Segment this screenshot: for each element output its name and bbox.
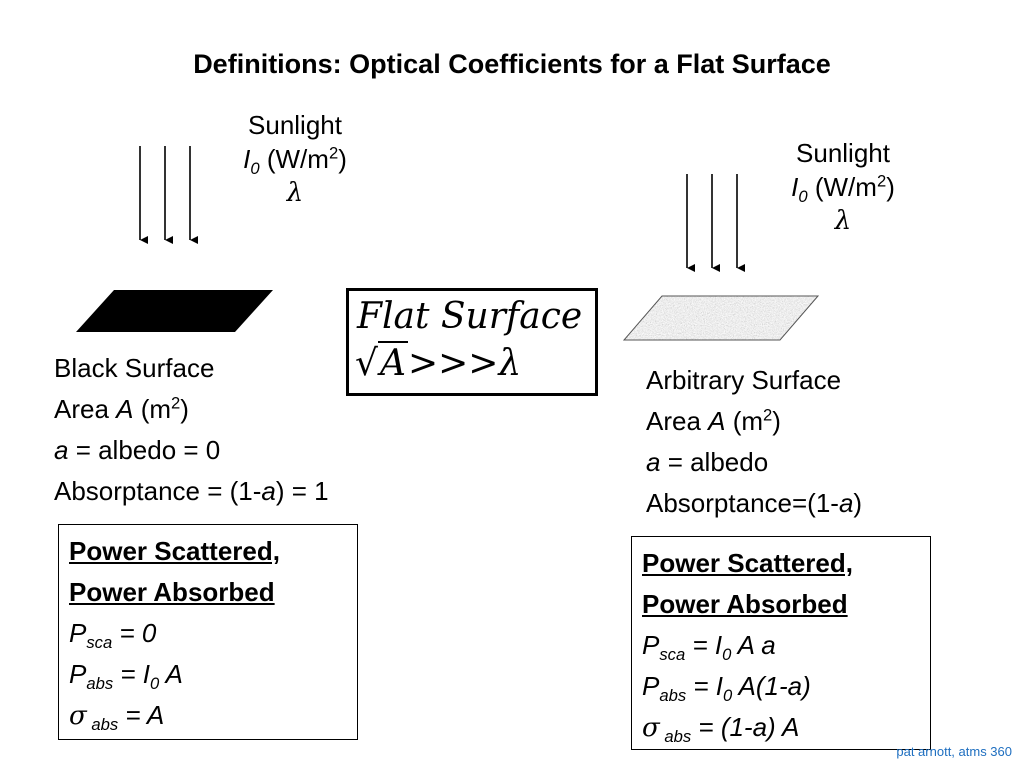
right-area-line: Area A (m2) bbox=[646, 401, 862, 442]
right-sigma-line: σ abs = (1-a) A bbox=[642, 707, 920, 749]
left-box-heading-1: Power Scattered, bbox=[69, 536, 280, 566]
left-absorp-suffix: ) = 1 bbox=[275, 476, 329, 506]
right-psca-rhs: = I bbox=[685, 630, 723, 660]
right-area-prefix: Area bbox=[646, 406, 709, 436]
left-albedo-var: a bbox=[54, 435, 69, 465]
left-pabs-rhs: A bbox=[159, 659, 183, 689]
right-psca-tail: A a bbox=[731, 630, 776, 660]
left-power-box: Power Scattered, Power Absorbed Psca = 0… bbox=[58, 524, 358, 740]
left-albedo-text: = albedo = 0 bbox=[68, 435, 221, 465]
much-greater-symbol: >>> bbox=[407, 343, 499, 384]
left-lambda: λ bbox=[286, 178, 304, 208]
left-pabs-var: P bbox=[69, 659, 87, 689]
left-sunlight-label: Sunlight I0 (W/m2) λ bbox=[215, 108, 375, 210]
right-units-close: ) bbox=[886, 172, 895, 202]
left-area-units-close: ) bbox=[180, 394, 189, 424]
left-units-sup: 2 bbox=[328, 143, 339, 163]
page-title: Definitions: Optical Coefficients for a … bbox=[193, 49, 831, 79]
left-absorp-prefix: Absorptance = (1- bbox=[54, 476, 262, 506]
right-units-open: (W/m bbox=[807, 172, 877, 202]
right-area-units-close: ) bbox=[772, 406, 781, 436]
right-sunlight-label: Sunlight I0 (W/m2) λ bbox=[763, 136, 923, 238]
left-pabs-sub: abs bbox=[86, 674, 114, 694]
right-albedo-text: = albedo bbox=[660, 447, 769, 477]
right-intensity-line: I0 (W/m2) bbox=[763, 170, 923, 207]
right-absorp-suffix: ) bbox=[853, 488, 863, 518]
arbitrary-surface-shape bbox=[622, 295, 820, 341]
left-psca-var: P bbox=[69, 618, 87, 648]
left-pabs-i-sub: 0 bbox=[150, 674, 160, 694]
frame-lambda: λ bbox=[498, 343, 522, 384]
left-units-open: (W/m bbox=[259, 144, 329, 174]
black-surface-shape bbox=[76, 290, 273, 332]
left-psca-line: Psca = 0 bbox=[69, 613, 347, 654]
left-albedo-line: a = albedo = 0 bbox=[54, 430, 329, 471]
right-pabs-sub: abs bbox=[659, 686, 687, 706]
right-pabs-i-sub: 0 bbox=[723, 686, 733, 706]
left-pabs-eq: = I bbox=[113, 659, 151, 689]
right-psca-sub: sca bbox=[659, 645, 686, 665]
right-sunlight-text: Sunlight bbox=[796, 138, 890, 168]
left-area-prefix: Area bbox=[54, 394, 117, 424]
left-sigma-rhs: = A bbox=[118, 700, 165, 730]
right-area-var: A bbox=[708, 406, 726, 436]
right-albedo-var: a bbox=[646, 447, 661, 477]
right-sigma: σ bbox=[642, 713, 660, 743]
left-psca-rhs: = 0 bbox=[112, 618, 157, 648]
right-surface-description: Arbitrary Surface Area A (m2) a = albedo… bbox=[646, 360, 862, 524]
right-albedo-line: a = albedo bbox=[646, 442, 862, 483]
left-units-close: ) bbox=[338, 144, 347, 174]
right-area-units-open: (m bbox=[725, 406, 764, 436]
sqrt-area-relation: √A>>>λ bbox=[355, 341, 521, 387]
right-box-heading-2: Power Absorbed bbox=[642, 589, 848, 619]
left-area-units-sup: 2 bbox=[171, 393, 181, 413]
right-surface-name: Arbitrary Surface bbox=[646, 365, 842, 395]
right-intensity-sub: 0 bbox=[798, 187, 808, 207]
credit-footer: pat arnott, atms 360 bbox=[896, 744, 1012, 759]
left-pabs-line: Pabs = I0 A bbox=[69, 654, 347, 695]
right-intensity-var: I bbox=[791, 172, 799, 202]
left-absorp-var: a bbox=[261, 476, 276, 506]
left-intensity-sub: 0 bbox=[250, 159, 260, 179]
right-sigma-sub: abs bbox=[659, 727, 692, 747]
right-area-units-sup: 2 bbox=[763, 405, 773, 425]
left-surface-name: Black Surface bbox=[54, 353, 215, 383]
left-sigma: σ bbox=[69, 701, 87, 731]
left-area-var: A bbox=[116, 394, 134, 424]
right-psca-var: P bbox=[642, 630, 660, 660]
left-area-line: Area A (m2) bbox=[54, 389, 329, 430]
left-absorptance-line: Absorptance = (1-a) = 1 bbox=[54, 471, 329, 512]
right-absorp-prefix: Absorptance=(1- bbox=[646, 488, 839, 518]
left-box-heading-2: Power Absorbed bbox=[69, 577, 275, 607]
left-intensity-line: I0 (W/m2) bbox=[215, 142, 375, 179]
right-sunlight-arrows bbox=[686, 174, 745, 272]
right-pabs-line: Pabs = I0 A(1-a) bbox=[642, 666, 920, 707]
right-pabs-eq: = I bbox=[686, 671, 724, 701]
sqrt-icon: √ bbox=[355, 343, 378, 384]
left-sunlight-text: Sunlight bbox=[248, 110, 342, 140]
right-pabs-var: P bbox=[642, 671, 660, 701]
right-units-sup: 2 bbox=[876, 171, 887, 191]
left-psca-sub: sca bbox=[86, 633, 113, 653]
left-sigma-sub: abs bbox=[86, 715, 119, 735]
right-sigma-rhs: = (1-a) A bbox=[691, 712, 800, 742]
right-power-box: Power Scattered, Power Absorbed Psca = I… bbox=[631, 536, 931, 750]
right-absorptance-line: Absorptance=(1-a) bbox=[646, 483, 862, 524]
left-intensity-var: I bbox=[243, 144, 251, 174]
right-box-heading-1: Power Scattered, bbox=[642, 548, 853, 578]
right-psca-i-sub: 0 bbox=[722, 645, 732, 665]
flat-surface-label: Flat Surface bbox=[357, 296, 583, 337]
sqrt-area-var: A bbox=[377, 341, 408, 384]
right-pabs-rhs: A(1-a) bbox=[732, 671, 811, 701]
left-surface-description: Black Surface Area A (m2) a = albedo = 0… bbox=[54, 348, 329, 512]
left-sigma-line: σ abs = A bbox=[69, 695, 347, 737]
left-sunlight-arrows bbox=[139, 146, 198, 244]
right-psca-line: Psca = I0 A a bbox=[642, 625, 920, 666]
left-area-units-open: (m bbox=[133, 394, 172, 424]
flat-surface-frame: Flat Surface √A>>>λ bbox=[346, 288, 598, 396]
right-absorp-var: a bbox=[838, 488, 854, 518]
right-lambda: λ bbox=[834, 206, 852, 236]
